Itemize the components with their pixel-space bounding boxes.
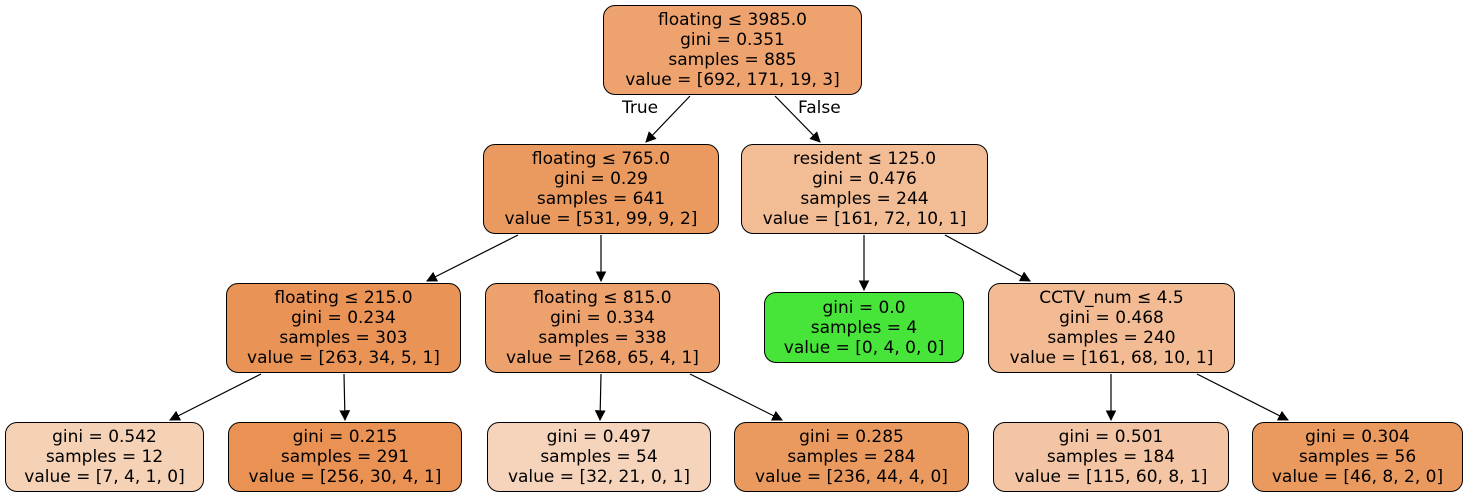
- node-samples-label: samples = 244: [800, 189, 929, 209]
- node-split-label: floating ≤ 215.0: [274, 288, 413, 308]
- tree-node-root: floating ≤ 3985.0 gini = 0.351 samples =…: [603, 5, 862, 95]
- edge-n6-n12: [1196, 373, 1289, 421]
- node-gini-label: gini = 0.542: [52, 427, 157, 447]
- edge-n4-n9: [594, 373, 606, 422]
- node-gini-label: gini = 0.476: [812, 169, 917, 189]
- tree-node-n5: gini = 0.0 samples = 4 value = [0, 4, 0,…: [764, 292, 964, 363]
- node-gini-label: gini = 0.468: [1059, 308, 1164, 328]
- node-value-label: value = [236, 44, 4, 0]: [755, 467, 948, 487]
- node-gini-label: gini = 0.285: [799, 427, 904, 447]
- node-gini-label: gini = 0.0: [822, 297, 906, 318]
- node-value-label: value = [46, 8, 2, 0]: [1271, 467, 1444, 487]
- node-split-label: CCTV_num ≤ 4.5: [1039, 288, 1184, 308]
- node-value-label: value = [32, 21, 0, 1]: [507, 467, 691, 487]
- node-value-label: value = [263, 34, 5, 1]: [247, 348, 440, 368]
- tree-node-n10: gini = 0.285 samples = 284 value = [236,…: [734, 422, 969, 492]
- node-value-label: value = [692, 171, 19, 3]: [625, 70, 840, 90]
- node-split-label: floating ≤ 765.0: [531, 149, 671, 169]
- node-samples-label: samples = 4: [810, 317, 918, 338]
- node-samples-label: samples = 56: [1298, 447, 1417, 467]
- node-gini-label: gini = 0.497: [546, 427, 652, 447]
- node-samples-label: samples = 54: [540, 447, 658, 467]
- tree-node-n1: floating ≤ 765.0 gini = 0.29 samples = 6…: [483, 144, 719, 234]
- node-samples-label: samples = 12: [45, 447, 164, 467]
- tree-node-n3: floating ≤ 215.0 gini = 0.234 samples = …: [226, 283, 461, 373]
- edge-n3-n7: [169, 373, 262, 421]
- node-gini-label: gini = 0.334: [550, 308, 655, 328]
- tree-node-n7: gini = 0.542 samples = 12 value = [7, 4,…: [5, 422, 204, 492]
- tree-node-n11: gini = 0.501 samples = 184 value = [115,…: [993, 422, 1229, 492]
- edge-n0-n1: [645, 95, 691, 143]
- edge-label-false: False: [798, 98, 841, 118]
- edge-n4-n10: [689, 373, 783, 421]
- node-value-label: value = [161, 72, 10, 1]: [762, 209, 967, 229]
- tree-node-n8: gini = 0.215 samples = 291 value = [256,…: [228, 422, 462, 492]
- tree-node-n6: CCTV_num ≤ 4.5 gini = 0.468 samples = 24…: [988, 283, 1235, 373]
- node-samples-label: samples = 303: [279, 328, 408, 348]
- node-value-label: value = [7, 4, 1, 0]: [24, 467, 185, 487]
- node-samples-label: samples = 338: [538, 328, 667, 348]
- node-gini-label: gini = 0.304: [1305, 427, 1410, 447]
- node-samples-label: samples = 641: [536, 189, 666, 209]
- node-value-label: value = [256, 30, 4, 1]: [248, 467, 442, 487]
- edge-n3-n8: [339, 373, 351, 422]
- node-gini-label: gini = 0.29: [554, 169, 648, 189]
- node-gini-label: gini = 0.215: [292, 427, 398, 447]
- node-gini-label: gini = 0.351: [680, 30, 785, 50]
- tree-node-n2: resident ≤ 125.0 gini = 0.476 samples = …: [741, 144, 988, 234]
- node-value-label: value = [268, 65, 4, 1]: [506, 348, 699, 368]
- node-samples-label: samples = 184: [1046, 447, 1176, 467]
- tree-node-n4: floating ≤ 815.0 gini = 0.334 samples = …: [485, 283, 720, 373]
- node-gini-label: gini = 0.501: [1058, 427, 1164, 447]
- node-samples-label: samples = 284: [787, 447, 916, 467]
- node-samples-label: samples = 240: [1047, 328, 1176, 348]
- edge-n1-n3: [426, 234, 519, 282]
- edge-n2-n6: [944, 234, 1031, 282]
- edge-label-true: True: [622, 98, 659, 118]
- node-samples-label: samples = 885: [668, 50, 797, 70]
- node-split-label: floating ≤ 3985.0: [657, 10, 807, 30]
- node-gini-label: gini = 0.234: [291, 308, 396, 328]
- tree-node-n9: gini = 0.497 samples = 54 value = [32, 2…: [487, 422, 711, 492]
- node-value-label: value = [0, 4, 0, 0]: [783, 337, 945, 358]
- tree-node-n12: gini = 0.304 samples = 56 value = [46, 8…: [1252, 422, 1463, 492]
- node-value-label: value = [115, 60, 8, 1]: [1014, 467, 1208, 487]
- node-samples-label: samples = 291: [280, 447, 410, 467]
- node-split-label: resident ≤ 125.0: [792, 149, 937, 169]
- node-value-label: value = [531, 99, 9, 2]: [504, 209, 698, 229]
- node-value-label: value = [161, 68, 10, 1]: [1009, 348, 1214, 368]
- edge-n0-n2: [774, 95, 821, 143]
- node-split-label: floating ≤ 815.0: [533, 288, 672, 308]
